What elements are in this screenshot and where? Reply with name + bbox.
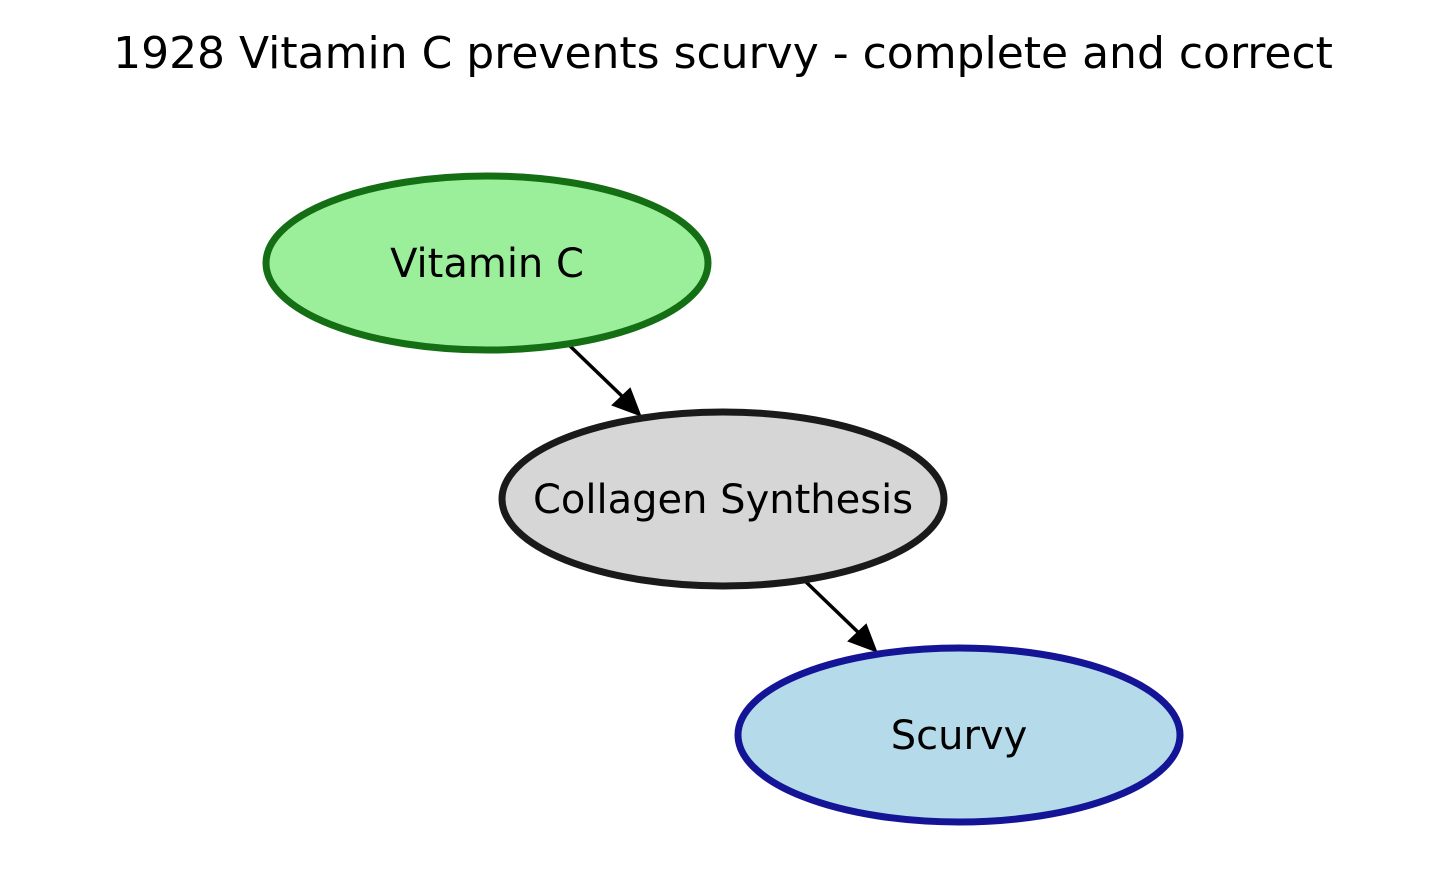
edge-vitamin-c-to-collagen: [568, 344, 642, 417]
node-scurvy-shape: [734, 644, 1184, 826]
node-scurvy-label: Scurvy: [891, 713, 1028, 759]
node-collagen-synthesis-shape: [498, 408, 948, 590]
node-vitamin-c[interactable]: Vitamin C: [262, 172, 712, 354]
node-scurvy[interactable]: Scurvy: [734, 644, 1184, 826]
node-collagen-synthesis[interactable]: Collagen Synthesis: [498, 408, 948, 590]
node-vitamin-c-shape: [262, 172, 712, 354]
node-vitamin-c-label: Vitamin C: [390, 241, 584, 287]
edge-collagen-to-scurvy: [804, 580, 878, 653]
diagram-title: 1928 Vitamin C prevents scurvy - complet…: [113, 28, 1333, 79]
node-collagen-synthesis-label: Collagen Synthesis: [533, 477, 913, 523]
